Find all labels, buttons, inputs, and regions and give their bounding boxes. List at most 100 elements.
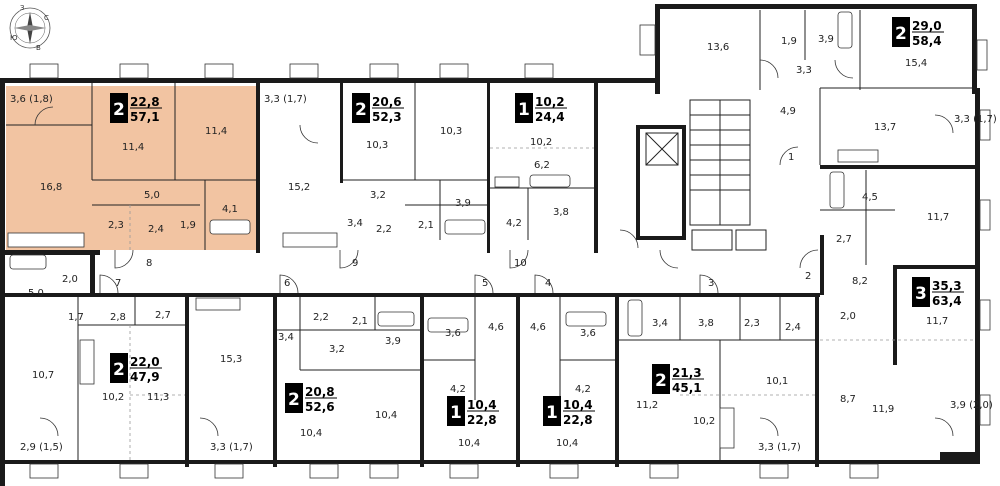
- room-area-label: 3,3: [796, 65, 812, 76]
- room-area-label: 3,9: [818, 34, 834, 45]
- apartment-badge[interactable]: 1 10,4 22,8: [447, 396, 499, 427]
- room-area-label: 3: [708, 278, 714, 289]
- apartment-badge[interactable]: 3 35,3 63,4: [912, 277, 964, 308]
- apartment-living-area: 22,0: [130, 355, 160, 369]
- apartment-living-area: 21,3: [672, 366, 702, 380]
- apartment-badge[interactable]: 2 22,0 47,9: [110, 353, 162, 384]
- apartment-total-area: 24,4: [535, 110, 565, 124]
- room-area-label: 2,4: [785, 322, 801, 333]
- room-area-label: 11,3: [147, 392, 169, 403]
- compass-north: С: [44, 14, 49, 22]
- apartment-total-area: 58,4: [912, 34, 942, 48]
- room-area-label: 3,9 (2,0): [950, 400, 993, 411]
- apartment-badge[interactable]: 2 20,6 52,3: [352, 93, 404, 124]
- room-area-label: 2,2: [313, 312, 329, 323]
- room-area-label: 10,4: [375, 410, 397, 421]
- room-area-label: 15,2: [288, 182, 310, 193]
- room-area-label: 1,9: [180, 220, 196, 231]
- room-area-label: 3,4: [347, 218, 363, 229]
- room-area-label: 2: [805, 271, 811, 282]
- apartment-badges: 2 22,8 57,1 2 20,6 52,3 1 10,2 24,4 2 29…: [110, 17, 964, 427]
- room-area-label: 4,5: [862, 192, 878, 203]
- room-area-label: 6: [284, 278, 290, 289]
- room-area-label: 5,0: [28, 288, 44, 299]
- apartment-living-area: 22,8: [130, 95, 160, 109]
- apartment-rooms: 2: [113, 360, 125, 380]
- room-area-label: 3,2: [370, 190, 386, 201]
- apartment-rooms: 1: [546, 403, 558, 423]
- apartment-badge[interactable]: 1 10,2 24,4: [515, 93, 567, 124]
- room-area-label: 3,8: [698, 318, 714, 329]
- apartment-total-area: 57,1: [130, 110, 160, 124]
- room-labels: 3,6 (1,8) 11,4 11,4 16,8 5,0 4,1 2,3 2,4…: [10, 34, 997, 453]
- room-area-label: 10,2: [102, 392, 124, 403]
- apartment-living-area: 20,8: [305, 385, 335, 399]
- apartment-total-area: 22,8: [563, 413, 593, 427]
- apartment-badge[interactable]: 2 22,8 57,1: [110, 93, 162, 124]
- room-area-label: 5,0: [144, 190, 160, 201]
- room-area-label: 3,9: [455, 198, 471, 209]
- apartment-rooms: 2: [355, 100, 367, 120]
- room-area-label: 4,9: [780, 106, 796, 117]
- room-area-label: 10,2: [530, 137, 552, 148]
- apartment-total-area: 47,9: [130, 370, 160, 384]
- room-area-label: 3,3 (1,7): [210, 442, 253, 453]
- room-area-label: 3,6: [580, 328, 596, 339]
- windows: [29, 24, 991, 479]
- room-area-label: 2,0: [62, 274, 78, 285]
- room-area-label: 13,7: [874, 122, 896, 133]
- room-area-label: 1,7: [68, 312, 84, 323]
- room-area-label: 13,6: [707, 42, 729, 53]
- room-area-label: 10,3: [440, 126, 462, 137]
- room-area-label: 1,9: [781, 36, 797, 47]
- room-area-label: 2,1: [418, 220, 434, 231]
- room-area-label: 10,7: [32, 370, 54, 381]
- compass-east: В: [36, 44, 41, 52]
- apartment-living-area: 10,2: [535, 95, 565, 109]
- room-area-label: 3,4: [652, 318, 668, 329]
- room-area-label: 3,2: [329, 344, 345, 355]
- room-area-label: 6,2: [534, 160, 550, 171]
- apartment-total-area: 45,1: [672, 381, 702, 395]
- room-area-label: 15,3: [220, 354, 242, 365]
- room-area-label: 10,2: [693, 416, 715, 427]
- compass-west: З: [20, 4, 25, 12]
- apartment-rooms: 2: [288, 390, 300, 410]
- room-area-label: 2,2: [376, 224, 392, 235]
- apartment-rooms: 1: [518, 100, 530, 120]
- stair-core: [645, 99, 767, 251]
- room-area-label: 2,1: [352, 316, 368, 327]
- room-area-label: 3,4: [278, 332, 294, 343]
- fixtures: [7, 11, 879, 449]
- room-area-label: 9: [352, 258, 358, 269]
- apartment-rooms: 1: [450, 403, 462, 423]
- room-area-label: 3,8: [553, 207, 569, 218]
- room-area-label: 2,4: [148, 224, 164, 235]
- room-area-label: 8,7: [840, 394, 856, 405]
- apartment-badge[interactable]: 2 20,8 52,6: [285, 383, 337, 414]
- apartment-badge[interactable]: 2 21,3 45,1: [652, 364, 704, 395]
- room-area-label: 3,6: [445, 328, 461, 339]
- zone-lines: [129, 147, 975, 460]
- apartment-rooms: 2: [655, 371, 667, 391]
- room-area-label: 4,2: [575, 384, 591, 395]
- room-area-label: 11,4: [205, 126, 227, 137]
- room-area-label: 15,4: [905, 58, 927, 69]
- room-area-label: 4,6: [530, 322, 546, 333]
- room-area-label: 11,9: [872, 404, 894, 415]
- room-area-label: 4,1: [222, 204, 238, 215]
- apartment-living-area: 20,6: [372, 95, 402, 109]
- apartment-living-area: 35,3: [932, 279, 962, 293]
- compass-south: Ю: [10, 34, 18, 42]
- apartment-badge[interactable]: 1 10,4 22,8: [543, 396, 595, 427]
- apartment-living-area: 10,4: [467, 398, 497, 412]
- room-area-label: 10,4: [300, 428, 322, 439]
- room-area-label: 7: [115, 278, 121, 289]
- apartment-badge[interactable]: 2 29,0 58,4: [892, 17, 944, 48]
- room-area-label: 3,6 (1,8): [10, 94, 53, 105]
- room-area-label: 1: [788, 152, 794, 163]
- apartment-rooms: 3: [915, 284, 927, 304]
- apartment-living-area: 10,4: [563, 398, 593, 412]
- room-area-label: 10,4: [458, 438, 480, 449]
